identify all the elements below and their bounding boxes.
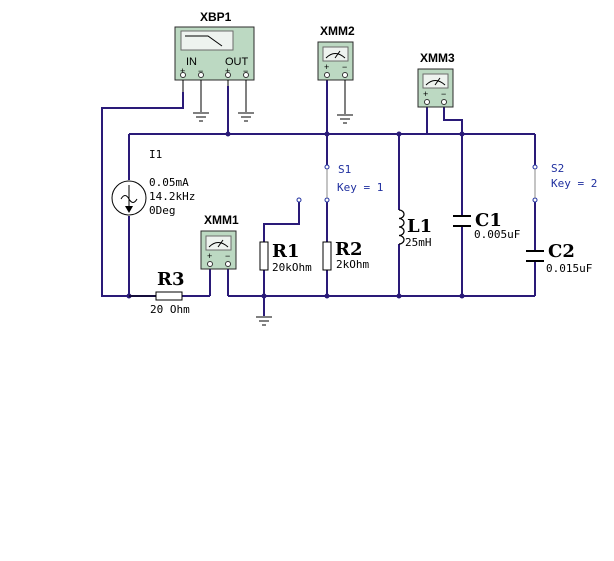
r3-resistor[interactable]: R3 20 Ohm	[129, 269, 190, 316]
xmm2-multimeter[interactable]: XMM2 + −	[317, 24, 355, 114]
r1-label: R1	[272, 241, 299, 262]
junction-dot	[324, 131, 330, 137]
xmm3-label: XMM3	[420, 51, 455, 65]
s1-alt-contact	[296, 197, 302, 203]
s2-switch[interactable]: S2 Key = 2	[532, 162, 597, 203]
xmm3-multimeter[interactable]: XMM3 + −	[417, 51, 455, 108]
xbp1-in-minus-terminal[interactable]	[198, 72, 204, 78]
xmm1-multimeter[interactable]: XMM1 + −	[200, 213, 239, 270]
xmm2-label: XMM2	[320, 24, 355, 38]
xbp1-out-label: OUT	[225, 56, 249, 68]
xbp1-out-minus: −	[243, 66, 248, 76]
xmm1-plus-terminal[interactable]	[207, 261, 213, 267]
xbp1-screen	[180, 30, 234, 51]
c2-capacitor[interactable]: C2 0.015uF	[526, 241, 592, 275]
i1-ac-current-source[interactable]: I1 0.05mA 14.2kHz 0Deg	[111, 148, 195, 217]
s2-label: S2	[551, 162, 564, 175]
junction-dot	[459, 131, 465, 137]
xbp1-in-label: IN	[186, 56, 197, 68]
xbp1-in-loop-wire	[101, 92, 184, 297]
xmm3-minus-label: −	[441, 89, 446, 99]
s1-bottom-contact	[324, 197, 330, 203]
s2-bottom-contact	[532, 197, 538, 203]
xbp1-label: XBP1	[200, 10, 232, 24]
l1-coil-icon	[398, 209, 405, 245]
s2-key: Key = 2	[551, 177, 597, 190]
junction-dot	[261, 293, 267, 299]
r2-label: R2	[335, 239, 362, 260]
xmm3-plus-label: +	[423, 89, 428, 99]
xmm1-minus-label: −	[225, 251, 230, 261]
l1-label: L1	[407, 216, 432, 237]
i1-sine-icon	[120, 195, 138, 203]
c1-value: 0.005uF	[474, 228, 520, 241]
c1-label: C1	[475, 210, 502, 231]
r1-resistor[interactable]: R1 20kOhm	[259, 241, 312, 274]
junction-dot	[225, 131, 231, 137]
c2-label: C2	[548, 241, 575, 262]
r2-body	[322, 241, 332, 271]
c1-capacitor[interactable]: C1 0.005uF	[453, 210, 520, 241]
r1-value: 20kOhm	[272, 261, 312, 274]
xbp1-in-plus-terminal[interactable]	[180, 72, 186, 78]
ground-xbp1-in	[193, 112, 209, 122]
i1-arrow-head-icon	[125, 206, 133, 213]
xmm1-needle	[217, 239, 224, 248]
r1-top-wire	[263, 200, 300, 242]
xmm3-needle	[434, 77, 441, 86]
s1-switch[interactable]: S1 Key = 1	[296, 163, 383, 203]
xmm3-minus-wire	[443, 107, 463, 134]
xbp1-bode-plotter[interactable]: XBP1 IN OUT + − + −	[174, 10, 255, 112]
xmm2-needle	[334, 50, 341, 59]
s1-key: Key = 1	[337, 181, 383, 194]
xmm2-minus-terminal[interactable]	[342, 72, 348, 78]
s2-top-contact	[532, 164, 538, 170]
ground-main	[256, 316, 272, 326]
xmm1-dial-arc	[208, 242, 229, 248]
i1-label: I1	[149, 148, 162, 161]
r3-value: 20 Ohm	[150, 303, 190, 316]
s1-label: S1	[338, 163, 351, 176]
xmm1-plus-label: +	[207, 251, 212, 261]
l1-inductor[interactable]: L1 25mH	[398, 209, 432, 249]
xbp1-in-plus: +	[180, 66, 185, 76]
xmm3-plus-terminal[interactable]	[424, 99, 430, 105]
xmm1-minus-terminal[interactable]	[225, 261, 231, 267]
i1-current: 0.05mA	[149, 176, 189, 189]
xbp1-out-plus: +	[225, 66, 230, 76]
wires	[101, 80, 536, 316]
l1-value: 25mH	[405, 236, 432, 249]
r3-label: R3	[157, 269, 184, 290]
i1-frequency: 14.2kHz	[149, 190, 195, 203]
c2-value: 0.015uF	[546, 262, 592, 275]
xmm2-dial-arc	[325, 53, 346, 59]
xbp1-out-plus-terminal[interactable]	[225, 72, 231, 78]
s1-top-contact	[324, 164, 330, 170]
ground-xbp1-out	[238, 112, 254, 122]
r3-body	[155, 291, 183, 301]
xmm2-minus-label: −	[342, 62, 347, 72]
r1-body	[259, 241, 269, 271]
i1-phase: 0Deg	[149, 204, 176, 217]
junction-dot	[324, 293, 330, 299]
ground-xmm2	[337, 114, 353, 124]
r2-resistor[interactable]: R2 2kOhm	[322, 239, 369, 271]
xmm2-plus-label: +	[324, 62, 329, 72]
junctions	[126, 131, 465, 299]
xmm3-dial-arc	[425, 80, 446, 86]
xmm2-plus-terminal[interactable]	[324, 72, 330, 78]
junction-dot	[396, 131, 402, 137]
xbp1-plot-curve	[185, 35, 223, 47]
junction-dot	[459, 293, 465, 299]
xmm1-label: XMM1	[204, 213, 239, 227]
xbp1-in-minus: −	[198, 66, 203, 76]
junction-dot	[396, 293, 402, 299]
r2-value: 2kOhm	[336, 258, 369, 271]
xbp1-out-minus-terminal[interactable]	[243, 72, 249, 78]
xmm3-minus-terminal[interactable]	[441, 99, 447, 105]
